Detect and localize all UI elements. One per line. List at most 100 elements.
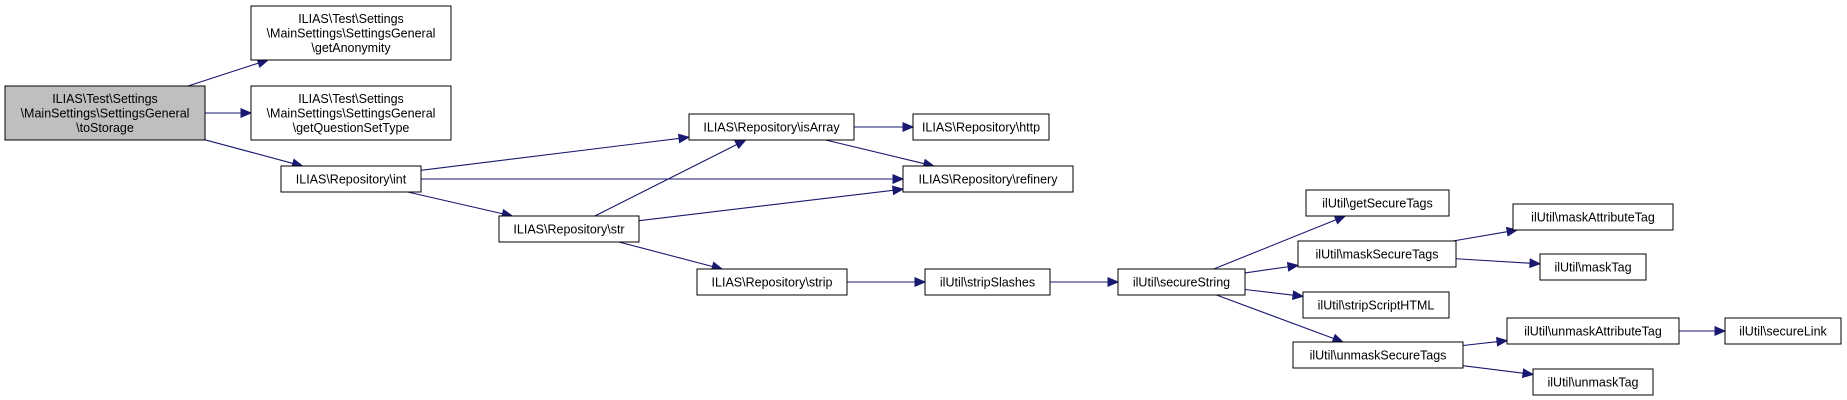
- edge-secureString-to-stripScriptHTML: [1244, 288, 1305, 301]
- edge-toStorage-to-getAnonymity: [187, 58, 270, 87]
- node-box: [924, 268, 1051, 296]
- node-unmaskSecureTags[interactable]: ilUtil\unmaskSecureTags: [1292, 341, 1464, 369]
- arrowhead: [1521, 368, 1535, 379]
- edge-unmaskSecureTags-to-unmaskTag: [1462, 365, 1535, 379]
- edge-isArray-to-refinery: [825, 139, 936, 169]
- node-refinery[interactable]: ILIAS\Repository\refinery: [902, 165, 1074, 193]
- node-box: [250, 85, 452, 141]
- node-label: ilUtil\secureLink: [1739, 325, 1827, 339]
- node-box: [902, 165, 1074, 193]
- edge-line: [638, 189, 894, 222]
- node-label: ilUtil\unmaskSecureTags: [1310, 349, 1447, 363]
- node-stripScriptHTML[interactable]: ilUtil\stripScriptHTML: [1302, 291, 1450, 319]
- node-box: [1724, 317, 1842, 345]
- edge-strip-to-stripSlashes: [847, 277, 927, 287]
- edge-line: [1216, 294, 1334, 340]
- edge-toStorage-to-int: [204, 139, 304, 169]
- node-int[interactable]: ILIAS\Repository\int: [280, 165, 422, 193]
- node-box: [1512, 203, 1674, 231]
- node-label: ILIAS\Repository\int: [296, 173, 407, 187]
- node-box: [912, 113, 1050, 141]
- arrowhead: [240, 108, 253, 118]
- edge-toStorage-to-getQuestionSetType: [205, 108, 253, 118]
- node-box: [1539, 253, 1647, 281]
- edge-line: [187, 62, 259, 87]
- node-box: [4, 85, 206, 141]
- arrowhead: [1291, 290, 1305, 301]
- node-getSecureTags[interactable]: ilUtil\getSecureTags: [1305, 189, 1450, 217]
- arrowhead: [891, 185, 905, 196]
- arrowhead: [1286, 261, 1300, 272]
- node-label: \getAnonymity: [311, 41, 391, 55]
- edge-line: [407, 191, 503, 215]
- edge-line: [1452, 231, 1508, 242]
- edge-line: [204, 139, 294, 164]
- edge-line: [420, 137, 680, 171]
- edges-layer: [187, 58, 1727, 379]
- node-str[interactable]: ILIAS\Repository\str: [498, 215, 640, 243]
- node-label: ilUtil\unmaskTag: [1547, 376, 1638, 390]
- edge-unmaskAttributeTag-to-secureLink: [1679, 326, 1727, 336]
- node-unmaskAttributeTag[interactable]: ilUtil\unmaskAttributeTag: [1506, 317, 1680, 345]
- edge-line: [1244, 266, 1289, 274]
- node-label: ILIAS\Repository\refinery: [919, 173, 1059, 187]
- node-label: ilUtil\getSecureTags: [1322, 197, 1432, 211]
- node-box: [280, 165, 422, 193]
- node-label: ilUtil\stripSlashes: [940, 276, 1035, 290]
- node-box: [498, 215, 640, 243]
- node-box: [1305, 189, 1450, 217]
- arrowhead: [1714, 326, 1727, 336]
- edge-int-to-isArray: [420, 133, 691, 171]
- edge-line: [594, 144, 738, 217]
- node-getAnonymity[interactable]: ILIAS\Test\Settings\MainSettings\Setting…: [250, 5, 452, 61]
- edge-line: [1462, 341, 1498, 347]
- node-label: ilUtil\maskAttributeTag: [1531, 211, 1655, 225]
- node-stripSlashes[interactable]: ilUtil\stripSlashes: [924, 268, 1051, 296]
- edge-line: [1455, 258, 1531, 264]
- arrowhead: [1107, 277, 1120, 287]
- node-box: [1506, 317, 1680, 345]
- edge-int-to-str: [407, 191, 514, 219]
- arrowhead: [892, 174, 905, 184]
- node-unmaskTag[interactable]: ilUtil\unmaskTag: [1532, 368, 1654, 396]
- node-secureLink[interactable]: ilUtil\secureLink: [1724, 317, 1842, 345]
- node-label: ILIAS\Repository\http: [922, 121, 1040, 135]
- node-getQuestionSetType[interactable]: ILIAS\Test\Settings\MainSettings\Setting…: [250, 85, 452, 141]
- arrowhead: [902, 122, 915, 132]
- edge-maskSecureTags-to-maskAttributeTag: [1452, 226, 1519, 242]
- arrowhead: [734, 139, 747, 150]
- node-maskAttributeTag[interactable]: ilUtil\maskAttributeTag: [1512, 203, 1674, 231]
- arrowhead: [1333, 215, 1347, 225]
- node-box: [688, 113, 855, 141]
- node-label: ILIAS\Repository\str: [513, 223, 624, 237]
- node-toStorage[interactable]: ILIAS\Test\Settings\MainSettings\Setting…: [4, 85, 206, 141]
- node-strip[interactable]: ILIAS\Repository\strip: [696, 268, 848, 296]
- arrowhead: [1331, 333, 1345, 343]
- edge-secureString-to-maskSecureTags: [1244, 261, 1300, 274]
- node-label: ILIAS\Repository\strip: [712, 276, 833, 290]
- node-box: [1302, 291, 1450, 319]
- node-label: ilUtil\maskSecureTags: [1316, 248, 1439, 262]
- node-label: \MainSettings\SettingsGeneral: [21, 107, 190, 121]
- nodes-layer: ILIAS\Test\Settings\MainSettings\Setting…: [4, 5, 1842, 396]
- arrowhead: [677, 133, 691, 144]
- node-maskTag[interactable]: ilUtil\maskTag: [1539, 253, 1647, 281]
- edge-unmaskSecureTags-to-unmaskAttributeTag: [1462, 336, 1509, 347]
- node-maskSecureTags[interactable]: ilUtil\maskSecureTags: [1297, 240, 1457, 268]
- edge-str-to-refinery: [638, 185, 905, 222]
- node-label: \MainSettings\SettingsGeneral: [267, 107, 436, 121]
- node-box: [696, 268, 848, 296]
- edge-maskSecureTags-to-maskTag: [1455, 258, 1542, 269]
- node-secureString[interactable]: ilUtil\secureString: [1117, 268, 1246, 296]
- node-http[interactable]: ILIAS\Repository\http: [912, 113, 1050, 141]
- edge-line: [1462, 365, 1524, 374]
- node-isArray[interactable]: ILIAS\Repository\isArray: [688, 113, 855, 141]
- node-box: [250, 5, 452, 61]
- node-label: \MainSettings\SettingsGeneral: [267, 27, 436, 41]
- node-label: ilUtil\maskTag: [1554, 261, 1631, 275]
- node-label: \toStorage: [76, 121, 134, 135]
- node-label: ILIAS\Test\Settings: [298, 12, 404, 26]
- arrowhead: [1496, 336, 1509, 347]
- node-label: \getQuestionSetType: [293, 121, 410, 135]
